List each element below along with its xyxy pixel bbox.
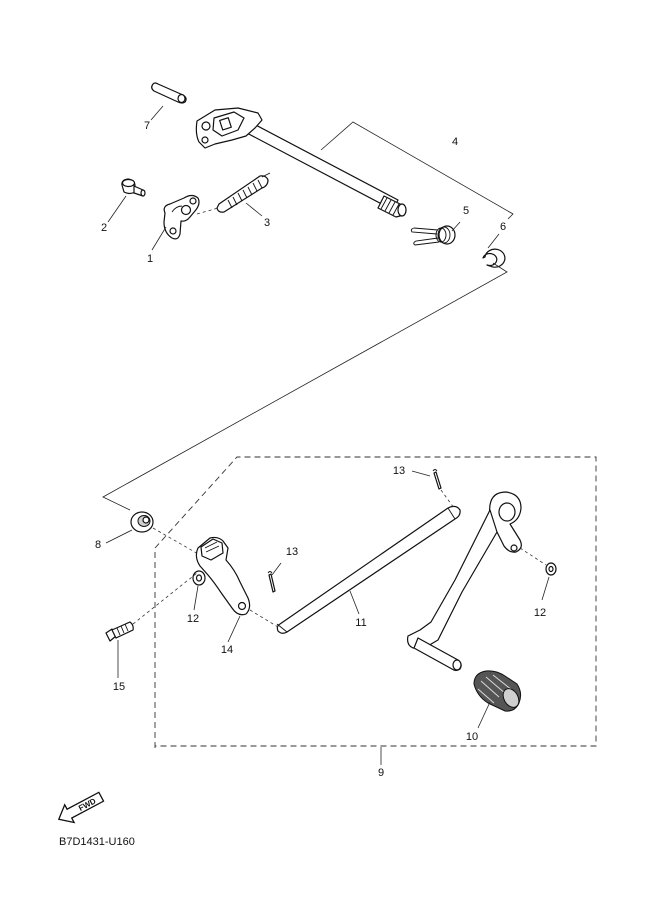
- connector-line: [102, 262, 508, 511]
- callout-5: 5: [463, 205, 469, 217]
- guide-line-13: [440, 489, 455, 509]
- diagram-code: B7D1431-U160: [59, 836, 135, 848]
- washer-part-8: [130, 511, 154, 533]
- guide-line-15: [132, 572, 198, 625]
- cotter-pin-part-13-right: [432, 469, 442, 490]
- shift-rod-part-11: [276, 505, 461, 634]
- guide-line-8: [152, 527, 201, 556]
- guide-line-11: [249, 609, 279, 628]
- washer-part-12-right: [545, 562, 557, 576]
- leader-6: [487, 233, 500, 249]
- callout-12-left: 12: [187, 613, 199, 625]
- leader-1: [151, 226, 167, 251]
- leader-10: [477, 701, 491, 729]
- callout-12-right: 12: [534, 607, 546, 619]
- leader-3: [245, 202, 263, 217]
- leader-7: [150, 105, 164, 121]
- leader-5: [451, 221, 461, 232]
- leader-13-left: [271, 562, 282, 576]
- leader-8: [105, 529, 133, 544]
- leader-12-right: [541, 576, 550, 601]
- callout-15: 15: [113, 681, 125, 693]
- callout-8: 8: [95, 539, 101, 551]
- dowel-pin-part-7: [151, 82, 187, 104]
- torsion-spring-part-5: [410, 225, 456, 246]
- shift-arm-part-14: [195, 536, 251, 616]
- leader-2: [107, 195, 127, 223]
- callout-13-right: 13: [393, 465, 405, 477]
- circlip-part-6: [482, 248, 506, 268]
- leader-11: [349, 590, 360, 615]
- bracket-4: [320, 121, 514, 220]
- peg-rubber-part-10: [473, 670, 522, 712]
- callout-14: 14: [221, 644, 233, 656]
- shift-shaft-part-4: [195, 107, 407, 218]
- cotter-pin-part-13-left: [267, 571, 276, 593]
- leader-12-left: [193, 585, 199, 611]
- fwd-arrow-icon: FWD: [57, 791, 105, 824]
- spring-part-3: [216, 172, 271, 213]
- stopper-lever-part-1: [163, 194, 200, 240]
- guide-line-12: [519, 547, 547, 566]
- callout-11: 11: [355, 617, 366, 629]
- shift-pedal-part-10: [406, 491, 522, 672]
- bolt-part-2: [121, 178, 146, 197]
- leader-14: [227, 615, 241, 643]
- washer-part-12-left: [192, 570, 206, 586]
- callout-1: 1: [147, 253, 153, 265]
- callout-7: 7: [144, 120, 150, 132]
- callout-9: 9: [378, 767, 384, 779]
- bolt-part-15: [105, 621, 134, 642]
- kit-boundary-9: [154, 456, 597, 748]
- callout-10: 10: [466, 731, 478, 743]
- callout-4: 4: [452, 136, 458, 148]
- callout-3: 3: [264, 217, 270, 229]
- guide-line-3: [196, 207, 219, 215]
- callout-13-left: 13: [286, 546, 298, 558]
- leader-13-right: [411, 470, 431, 477]
- callout-6: 6: [500, 221, 506, 233]
- callout-2: 2: [101, 222, 107, 234]
